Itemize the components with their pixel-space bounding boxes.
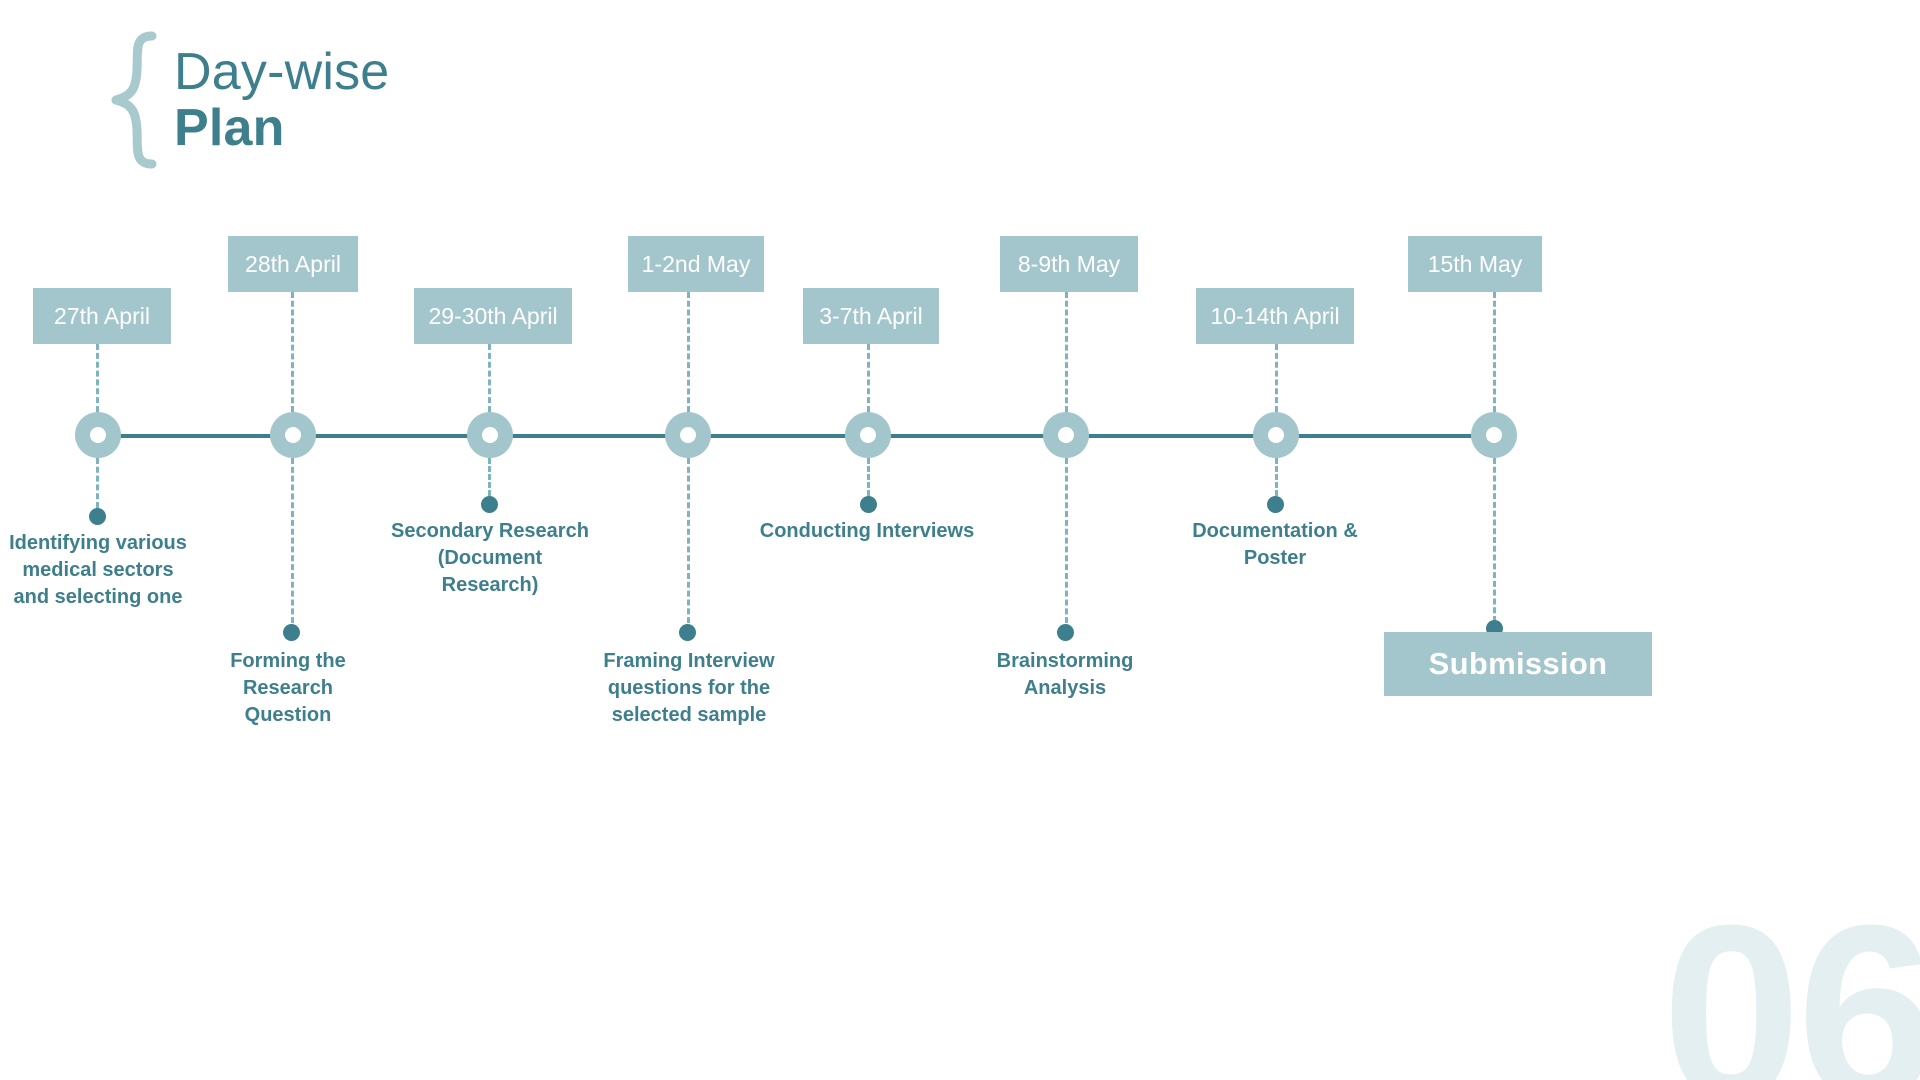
date-chip[interactable]: 27th April	[33, 288, 171, 344]
milestone-description: Identifying various medical sectors and …	[9, 532, 187, 608]
submission-badge[interactable]: Submission	[1384, 632, 1652, 696]
milestone-description: Documentation & Poster	[1192, 520, 1358, 569]
milestone-node[interactable]	[1471, 412, 1517, 458]
stem-dot	[1057, 624, 1074, 641]
node-core	[860, 427, 876, 443]
date-chip[interactable]: 1-2nd May	[628, 236, 764, 292]
title-line-1: Day-wise	[174, 43, 390, 101]
date-chip[interactable]: 8-9th May	[1000, 236, 1138, 292]
connector-dash	[1493, 458, 1496, 622]
milestone-node[interactable]	[1253, 412, 1299, 458]
milestone-node[interactable]	[665, 412, 711, 458]
milestone-node[interactable]	[75, 412, 121, 458]
milestone-description: Forming the Research Question	[230, 650, 346, 726]
connector-dash	[1275, 458, 1278, 496]
milestone-node[interactable]	[270, 412, 316, 458]
date-chip[interactable]: 28th April	[228, 236, 358, 292]
connector-dash	[291, 292, 294, 412]
stem-dot	[481, 496, 498, 513]
stem-dot	[283, 624, 300, 641]
connector-dash	[867, 344, 870, 412]
connector-dash	[96, 344, 99, 412]
stem-dot	[89, 508, 106, 525]
connector-dash	[867, 458, 870, 496]
curly-brace-icon	[111, 31, 157, 169]
milestone-description: Framing Interview questions for the sele…	[603, 650, 775, 726]
milestone-description: Brainstorming Analysis	[996, 650, 1134, 699]
stem-dot	[860, 496, 877, 513]
node-core	[1058, 427, 1074, 443]
node-core	[285, 427, 301, 443]
page-number-watermark: 06	[1661, 873, 1920, 1080]
connector-dash	[488, 344, 491, 412]
node-core	[1486, 427, 1502, 443]
date-chip[interactable]: 29-30th April	[414, 288, 572, 344]
milestone-node[interactable]	[845, 412, 891, 458]
connector-dash	[96, 458, 99, 508]
timeline-axis	[95, 434, 1495, 438]
connector-dash	[291, 458, 294, 632]
milestone-node[interactable]	[467, 412, 513, 458]
connector-dash	[1065, 458, 1068, 632]
date-chip[interactable]: 15th May	[1408, 236, 1542, 292]
connector-dash	[1065, 292, 1068, 412]
date-chip[interactable]: 10-14th April	[1196, 288, 1354, 344]
node-core	[90, 427, 106, 443]
title-line-2: Plan	[174, 99, 285, 157]
connector-dash	[1493, 292, 1496, 412]
milestone-node[interactable]	[1043, 412, 1089, 458]
connector-dash	[1275, 344, 1278, 412]
node-core	[482, 427, 498, 443]
node-core	[680, 427, 696, 443]
date-chip[interactable]: 3-7th April	[803, 288, 939, 344]
connector-dash	[687, 458, 690, 632]
connector-dash	[687, 292, 690, 412]
milestone-description: Conducting Interviews	[759, 520, 975, 542]
stem-dot	[1267, 496, 1284, 513]
page-title: Day-wise Plan	[108, 30, 389, 170]
stem-dot	[679, 624, 696, 641]
connector-dash	[488, 458, 491, 496]
milestone-description: Secondary Research (Document Research)	[391, 520, 589, 596]
node-core	[1268, 427, 1284, 443]
